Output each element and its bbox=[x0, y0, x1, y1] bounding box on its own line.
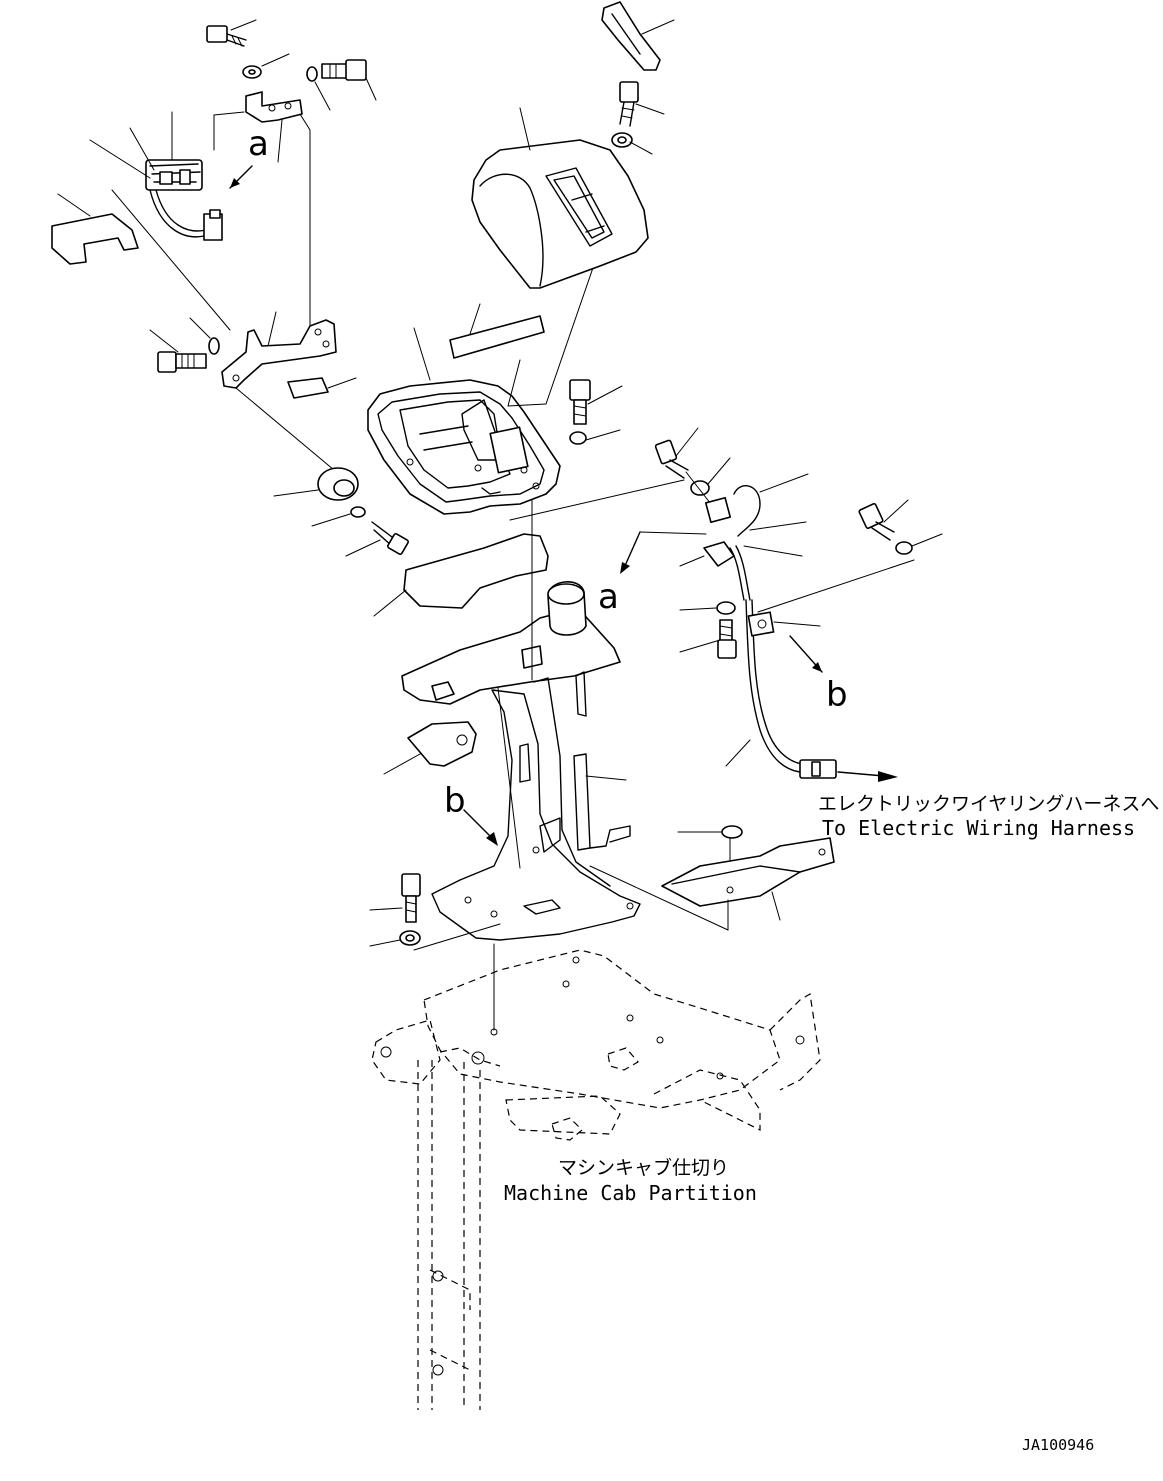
bolt-top-left bbox=[206, 19, 257, 47]
u-clip bbox=[51, 193, 139, 265]
top-cover bbox=[471, 107, 649, 289]
label-partition-jp: マシンキャブ仕切り bbox=[558, 1156, 729, 1179]
knob-top bbox=[601, 1, 675, 71]
bolt-left-bracket bbox=[149, 317, 220, 373]
label-harness-en: To Electric Wiring Harness bbox=[822, 816, 1135, 840]
console-frame bbox=[367, 327, 561, 515]
callout-b-right: b bbox=[826, 675, 848, 715]
callout-b-left: b bbox=[444, 781, 466, 821]
bolt-bottom-left bbox=[369, 873, 501, 951]
cover-plate-right bbox=[589, 825, 835, 931]
rubber-block-small bbox=[287, 377, 357, 399]
switch-assembly bbox=[89, 111, 223, 241]
bolt-frame-right bbox=[569, 379, 623, 445]
callout-a-top: a bbox=[248, 124, 269, 164]
wire-harness bbox=[679, 473, 837, 779]
small-bracket-top bbox=[213, 91, 303, 163]
label-harness-jp: エレクトリックワイヤリングハーネスへ bbox=[818, 793, 1159, 815]
label-partition-en: Machine Cab Partition bbox=[504, 1181, 757, 1205]
left-bracket bbox=[221, 113, 337, 389]
column-stand bbox=[401, 499, 641, 941]
bolt-far-right bbox=[858, 499, 943, 555]
bolt-top-center bbox=[306, 59, 377, 111]
grommet bbox=[273, 467, 359, 501]
bolt-harness-left bbox=[654, 427, 731, 509]
drawing-id: JA100946 bbox=[1022, 1436, 1094, 1454]
washer-top-left bbox=[242, 53, 290, 79]
bolt-top-right bbox=[619, 81, 665, 127]
small-plate-left bbox=[383, 721, 477, 775]
washer-top-right bbox=[611, 132, 653, 155]
washer-mid-left bbox=[311, 506, 366, 527]
callout-a-middle: a bbox=[598, 577, 619, 617]
cab-partition bbox=[371, 943, 821, 1410]
clip-harness bbox=[679, 601, 821, 659]
upper-bracket-plate bbox=[373, 533, 549, 617]
rubber-block-large bbox=[449, 303, 545, 359]
bolt-mid-left bbox=[345, 521, 409, 557]
